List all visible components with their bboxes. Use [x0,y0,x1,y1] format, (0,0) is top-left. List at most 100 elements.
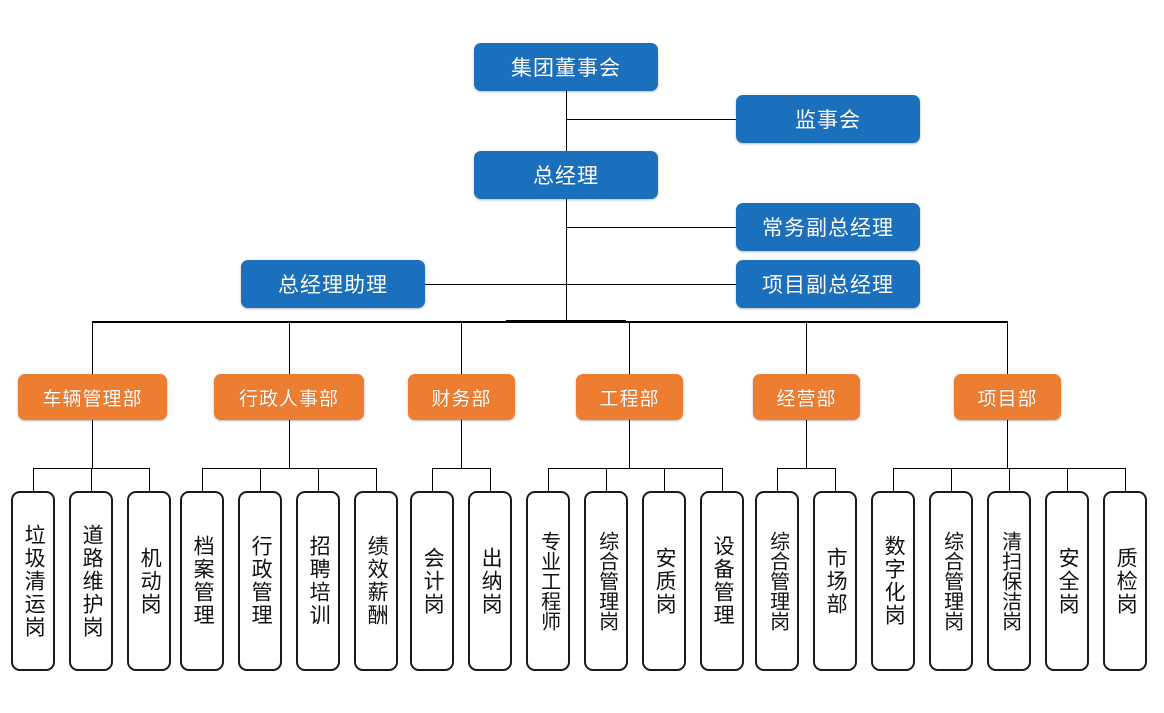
connector-dept6-leaf-4 [1067,468,1068,491]
connector-dept2-leaf-3 [318,468,319,491]
position-safety-quality[interactable]: 安质岗 [642,491,686,671]
department-label: 工程部 [599,388,660,410]
department-admin-hr[interactable]: 行政人事部 [214,374,364,420]
department-label: 经营部 [776,388,837,410]
connector-dept4-leaf-1 [548,468,549,491]
connector-dept3-leaf-1 [432,468,433,491]
position-mobile-unit[interactable]: 机动岗 [127,491,171,671]
position-label: 行政管理 [249,535,273,627]
connector-gm-assistant-to-spine [425,284,566,285]
connector-dept1-leaf-1 [33,468,34,491]
position-label: 安全岗 [1056,546,1080,616]
department-finance[interactable]: 财务部 [408,374,515,420]
node-label: 监事会 [795,109,861,132]
connector-dept5-stem [806,420,807,468]
position-label: 垃圾清运岗 [22,523,46,639]
position-label: 质检岗 [1114,546,1138,616]
node-project-vice-gm[interactable]: 项目副总经理 [736,260,920,308]
node-label: 常务副总经理 [762,217,894,240]
connector-drop-dept-6 [1007,321,1008,374]
position-engineering-general-management[interactable]: 综合管理岗 [584,491,628,671]
connector-dept4-leaf-3 [664,468,665,491]
node-label: 总经理 [533,165,599,188]
connector-dept1-stem [92,420,93,468]
department-label: 财务部 [431,388,492,410]
department-label: 车辆管理部 [42,388,143,410]
node-gm-assistant[interactable]: 总经理助理 [241,260,425,308]
position-label: 市场部 [824,546,848,616]
position-label: 综合管理岗 [766,531,789,631]
department-vehicle-management[interactable]: 车辆管理部 [18,374,167,420]
connector-dept1-leaf-2 [91,468,92,491]
connector-dept2-leaf-1 [202,468,203,491]
position-accounting[interactable]: 会计岗 [410,491,454,671]
connector-drop-dept-3 [461,321,462,374]
node-supervisory-board[interactable]: 监事会 [736,95,920,143]
position-label: 绩效薪酬 [365,535,389,627]
position-label: 机动岗 [138,546,162,616]
department-project[interactable]: 项目部 [954,374,1061,420]
position-road-maintenance[interactable]: 道路维护岗 [69,491,113,671]
node-label: 集团董事会 [511,57,621,80]
connector-dept2-leaf-2 [260,468,261,491]
connector-dept5-leaf-2 [835,468,836,491]
connector-dept1-leaf-3 [149,468,150,491]
connector-dept3-bus [432,468,491,469]
position-operations-general-management[interactable]: 综合管理岗 [755,491,799,671]
position-label: 档案管理 [191,535,215,627]
position-label: 清扫保洁岗 [998,531,1021,631]
position-label: 会计岗 [421,546,445,616]
connector-dept6-stem [1007,420,1008,468]
position-cashier[interactable]: 出纳岗 [468,491,512,671]
position-cleaning-sanitation[interactable]: 清扫保洁岗 [987,491,1031,671]
position-waste-removal[interactable]: 垃圾清运岗 [11,491,55,671]
connector-dept2-bus [202,468,377,469]
position-label: 综合管理岗 [940,531,963,631]
department-label: 项目部 [977,388,1038,410]
connector-drop-dept-2 [289,321,290,374]
node-label: 项目副总经理 [762,274,894,297]
connector-board-to-gm [566,91,567,151]
connector-dept4-stem [629,420,630,468]
connector-dept5-bus [777,468,836,469]
position-safety[interactable]: 安全岗 [1045,491,1089,671]
node-general-manager[interactable]: 总经理 [474,151,658,199]
connector-gm-stem-to-supervisory [566,119,736,120]
position-archive-management[interactable]: 档案管理 [180,491,224,671]
connector-dept4-bus [548,468,723,469]
position-professional-engineer[interactable]: 专业工程师 [526,491,570,671]
position-label: 出纳岗 [479,546,503,616]
connector-dept2-leaf-4 [376,468,377,491]
position-label: 数字化岗 [882,535,906,627]
position-admin-management[interactable]: 行政管理 [238,491,282,671]
position-label: 专业工程师 [537,531,560,631]
connector-dept3-leaf-2 [490,468,491,491]
position-label: 招聘培训 [307,535,331,627]
position-label: 设备管理 [711,535,735,627]
department-label: 行政人事部 [238,388,339,410]
position-project-general-management[interactable]: 综合管理岗 [929,491,973,671]
node-label: 总经理助理 [278,274,388,297]
connector-dept5-leaf-1 [777,468,778,491]
connector-dept6-leaf-1 [893,468,894,491]
node-executive-vice-gm[interactable]: 常务副总经理 [736,203,920,251]
department-engineering[interactable]: 工程部 [576,374,683,420]
connector-dept3-stem [461,420,462,468]
department-operations[interactable]: 经营部 [753,374,860,420]
connector-drop-dept-1 [92,321,93,374]
position-performance-compensation[interactable]: 绩效薪酬 [354,491,398,671]
connector-drop-dept-5 [806,321,807,374]
position-label: 道路维护岗 [80,523,104,639]
position-digitalization[interactable]: 数字化岗 [871,491,915,671]
connector-dept4-leaf-4 [722,468,723,491]
connector-department-bus-center [506,320,626,323]
connector-dept6-leaf-5 [1125,468,1126,491]
node-board-of-directors[interactable]: 集团董事会 [474,43,658,91]
position-marketing[interactable]: 市场部 [813,491,857,671]
position-quality-inspection[interactable]: 质检岗 [1103,491,1147,671]
connector-drop-dept-4 [629,321,630,374]
connector-dept6-leaf-3 [1009,468,1010,491]
position-equipment-management[interactable]: 设备管理 [700,491,744,671]
position-recruitment-training[interactable]: 招聘培训 [296,491,340,671]
